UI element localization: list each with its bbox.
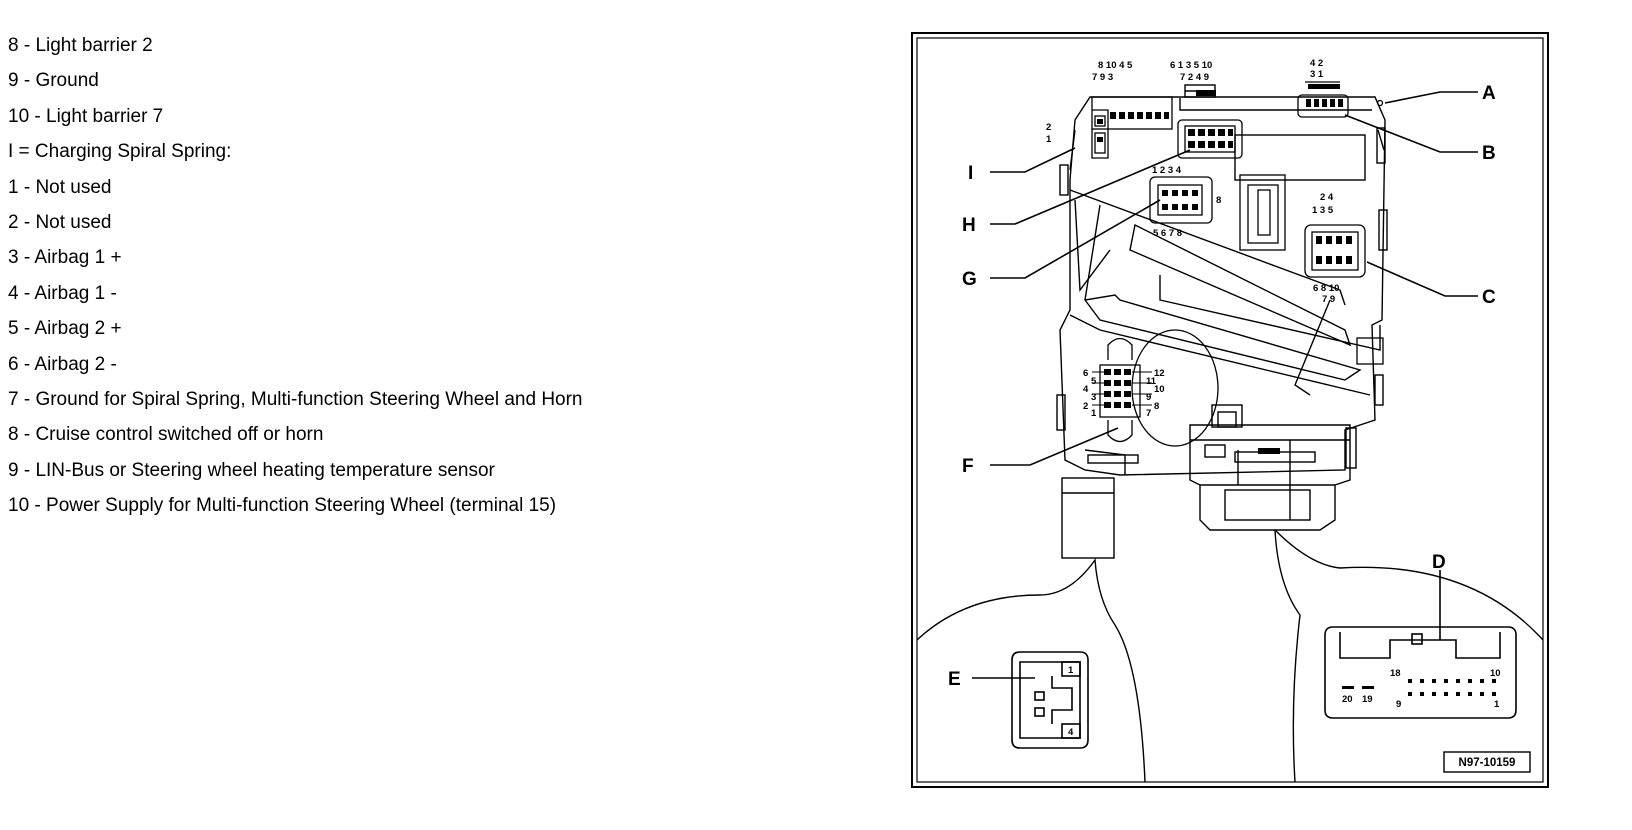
legend-item: I = Charging Spiral Spring: bbox=[8, 141, 232, 163]
reference-number: N97-10159 bbox=[1459, 757, 1516, 769]
legend-item: 6 - Airbag 2 - bbox=[8, 353, 117, 375]
legend-item: 1 - Not used bbox=[8, 176, 112, 198]
pin-d-18: 18 bbox=[1390, 668, 1401, 679]
legend-item: 8 - Light barrier 2 bbox=[8, 35, 153, 56]
pin-f-12: 12 bbox=[1154, 368, 1165, 379]
callout-i: I bbox=[968, 163, 973, 184]
pin-g-side: 8 bbox=[1216, 195, 1221, 206]
legend-item: 7 - Ground for Spiral Spring, Multi-func… bbox=[8, 389, 583, 411]
callout-f: F bbox=[962, 456, 974, 477]
diagram-frame-outer bbox=[911, 32, 1549, 788]
connector-d-pins bbox=[1342, 679, 1496, 696]
connector-b-pins bbox=[1306, 84, 1343, 107]
pin-f-1: 1 bbox=[1091, 408, 1097, 419]
legend-item: 10 - Power Supply for Multi-function Ste… bbox=[8, 495, 557, 517]
pins-c-bottom: 6 8 10 bbox=[1313, 283, 1339, 294]
legend-item: 5 - Airbag 2 + bbox=[8, 318, 122, 340]
legend-item: 9 - Ground bbox=[8, 70, 99, 92]
pins-h-row2: 7 2 4 9 bbox=[1180, 72, 1209, 83]
callout-leader-lines bbox=[972, 91, 1478, 679]
pins-i-row1: 8 10 4 5 bbox=[1098, 60, 1133, 71]
pin-d-20: 20 bbox=[1342, 694, 1353, 705]
pin-e-1: 1 bbox=[1068, 665, 1074, 676]
callout-e: E bbox=[948, 669, 961, 690]
connector-f bbox=[1099, 329, 1384, 447]
pin-side-2: 2 bbox=[1046, 122, 1051, 133]
pin-f-9: 9 bbox=[1146, 392, 1151, 403]
bubble-e bbox=[916, 558, 1146, 783]
pins-h-row1: 6 1 3 5 10 bbox=[1170, 60, 1212, 71]
callout-h: H bbox=[962, 215, 976, 236]
pins-g-bottom: 5 6 7 8 bbox=[1153, 228, 1182, 239]
pin-f-6: 6 bbox=[1083, 368, 1088, 379]
pins-c-top2: 1 3 5 bbox=[1312, 205, 1334, 216]
reference-box bbox=[1443, 751, 1531, 773]
connector-f-pin-leaders bbox=[1092, 371, 1152, 406]
legend-item: 2 - Not used bbox=[8, 212, 112, 234]
pin-f-11: 11 bbox=[1146, 376, 1157, 387]
pin-f-10: 10 bbox=[1154, 384, 1165, 395]
connector-e-detail bbox=[1011, 651, 1089, 749]
legend-item: 10 - Light barrier 7 bbox=[8, 105, 164, 127]
legend-item: 3 - Airbag 1 + bbox=[8, 247, 122, 269]
connector-d-body bbox=[1189, 404, 1351, 531]
legend-item: 4 - Airbag 1 - bbox=[8, 282, 117, 304]
pin-f-3: 3 bbox=[1091, 392, 1096, 403]
pins-c-bottom2: 7 9 bbox=[1322, 294, 1335, 305]
connector-f-pins bbox=[1104, 369, 1131, 408]
pin-f-2: 2 bbox=[1083, 401, 1088, 412]
callout-b: B bbox=[1482, 143, 1496, 164]
connector-e-body bbox=[1061, 477, 1115, 559]
pin-d-1: 1 bbox=[1494, 699, 1500, 710]
legend-list: 8 - Light barrier 2 9 - Ground 10 - Light … bbox=[8, 28, 583, 524]
pin-f-4: 4 bbox=[1083, 384, 1089, 395]
connector-g-pins bbox=[1162, 190, 1198, 210]
callout-c: C bbox=[1482, 287, 1496, 308]
bubble-d bbox=[1274, 529, 1544, 783]
legend-item: 9 - LIN-Bus or Steering wheel heating te… bbox=[8, 459, 495, 481]
pins-g-top: 1 2 3 4 bbox=[1152, 165, 1182, 176]
pins-i-row2: 7 9 3 bbox=[1092, 72, 1113, 83]
pins-c-top1: 2 4 bbox=[1320, 192, 1334, 203]
connector-i-pins bbox=[1097, 112, 1169, 142]
connector-i bbox=[1091, 96, 1173, 159]
connector-h bbox=[1177, 119, 1243, 159]
connector-d-detail bbox=[1324, 626, 1517, 719]
pin-f-7: 7 bbox=[1146, 408, 1151, 419]
connector-h-pins bbox=[1188, 90, 1233, 148]
connector-b bbox=[1297, 81, 1384, 118]
diagram-frame-inner bbox=[916, 37, 1544, 783]
callout-a: A bbox=[1482, 83, 1496, 104]
pin-e-4: 4 bbox=[1068, 727, 1074, 738]
callout-g: G bbox=[962, 269, 977, 290]
pin-side-1: 1 bbox=[1046, 134, 1052, 145]
pin-d-10: 10 bbox=[1490, 668, 1501, 679]
connector-g bbox=[1149, 176, 1213, 224]
pin-d-9: 9 bbox=[1396, 699, 1401, 710]
pin-f-8: 8 bbox=[1154, 401, 1159, 412]
socket-module bbox=[1239, 174, 1286, 251]
connector-c-pins bbox=[1316, 236, 1352, 264]
connector-c bbox=[1304, 224, 1366, 278]
callout-d: D bbox=[1432, 552, 1446, 573]
pins-b-top: 4 2 bbox=[1310, 58, 1323, 69]
pin-d-19: 19 bbox=[1362, 694, 1373, 705]
pin-f-5: 5 bbox=[1091, 376, 1097, 387]
pins-b-mid: 3 1 bbox=[1310, 69, 1324, 80]
connector-d-latch bbox=[1258, 448, 1280, 454]
legend-item: 8 - Cruise control switched off or horn bbox=[8, 424, 324, 446]
